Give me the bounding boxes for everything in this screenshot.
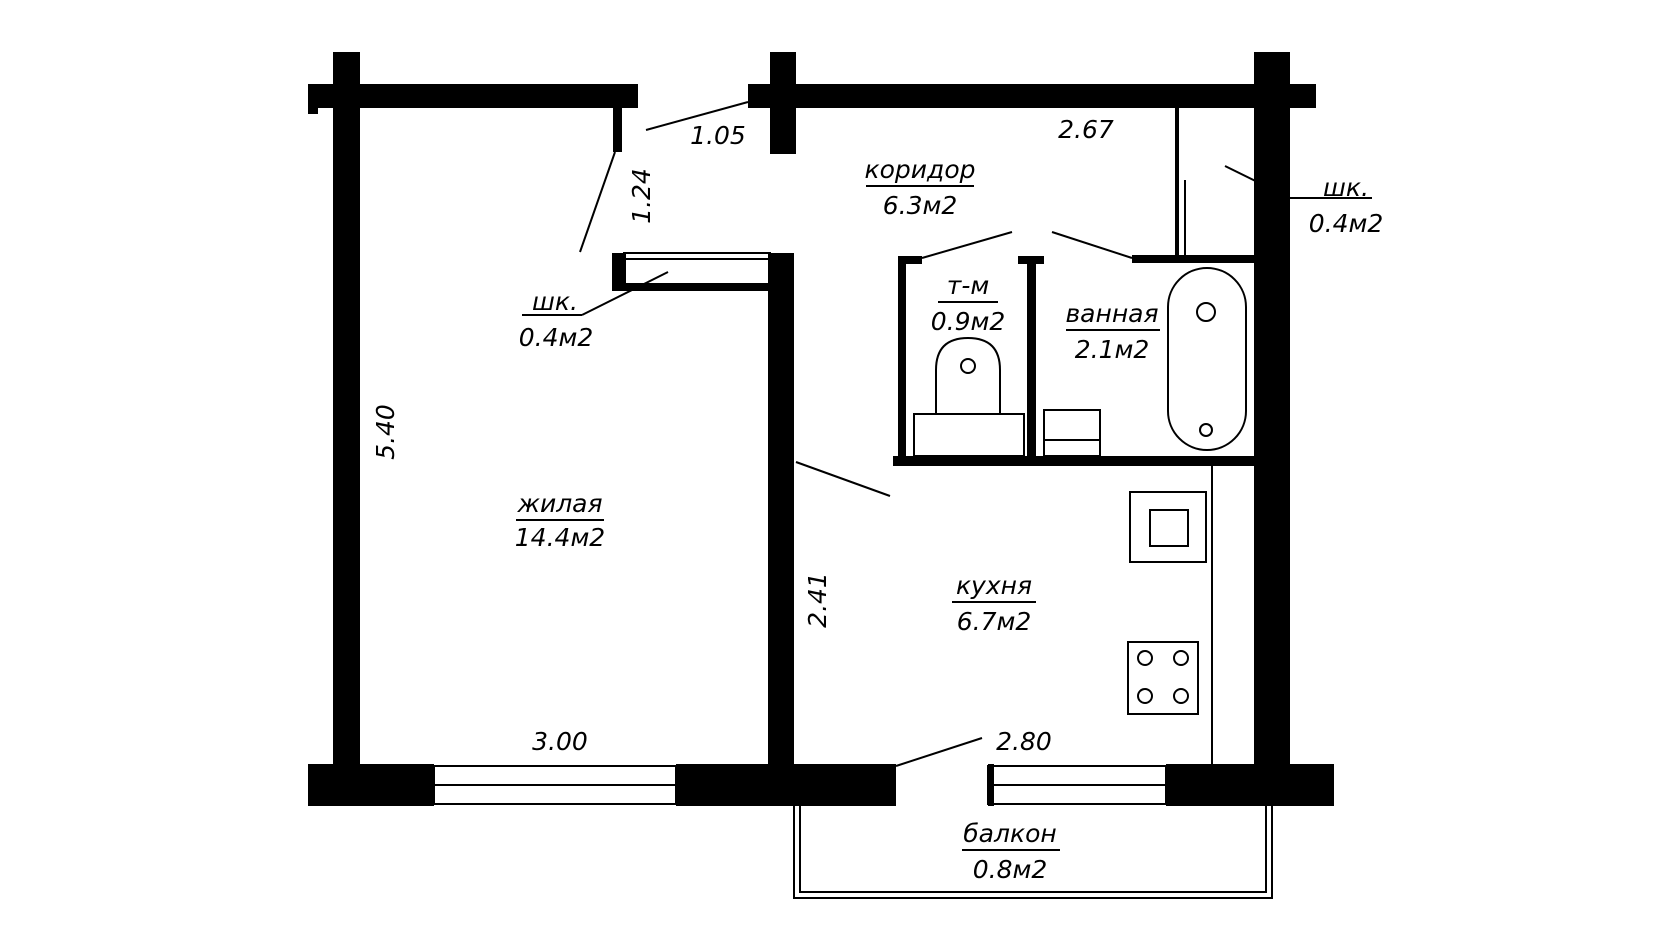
dim-kitchen-height: 2.41 (803, 572, 832, 628)
dim-living-height: 5.40 (371, 404, 400, 460)
wall-entry-jamb (770, 52, 796, 154)
wall-toilet-left (898, 256, 906, 466)
stove-icon (1127, 641, 1199, 715)
wall-top-right (748, 84, 1316, 108)
toilet-name: т-м (947, 271, 989, 300)
closet-right-name: шк. (1323, 173, 1369, 202)
wall-closet-stub (613, 104, 622, 152)
fixtures (913, 267, 1247, 715)
wall-bottom-c (1166, 764, 1334, 806)
toilet-area: 0.9м2 (931, 307, 1006, 336)
bath-area: 2.1м2 (1075, 335, 1150, 364)
sink-icon (1043, 409, 1101, 457)
dim-closet-depth: 1.24 (627, 168, 656, 224)
wall-bottom-b (676, 764, 896, 806)
closet-right-area: 0.4м2 (1309, 209, 1384, 238)
balcony-door-frame (988, 764, 994, 806)
living-name: жилая (516, 489, 602, 518)
bath-name: ванная (1065, 299, 1158, 328)
corridor-area: 6.3м2 (883, 191, 958, 220)
wall-top-left (308, 84, 638, 108)
wall-closet-right (1175, 104, 1179, 256)
toilet-icon (913, 336, 1025, 457)
door-balcony (895, 737, 983, 767)
living-area: 14.4м2 (515, 523, 605, 552)
closet-left-leader (581, 271, 669, 316)
wall-right (1254, 52, 1290, 772)
door-swings (522, 101, 1372, 767)
wall-closet-left-top (612, 253, 626, 291)
door-bath (1051, 231, 1133, 259)
kitchen-sink-icon (1129, 491, 1207, 563)
kitchen-name: кухня (956, 571, 1032, 600)
dimension-labels: 1.05 2.67 1.24 5.40 3.00 2.41 2.80 (371, 115, 1114, 756)
door-entry (645, 101, 749, 131)
dim-corridor-top: 2.67 (1058, 115, 1114, 144)
wall-toilet-top-l (898, 256, 922, 264)
dim-living-width: 3.00 (532, 727, 588, 756)
room-labels: жилая 14.4м2 коридор 6.3м2 т-м 0.9м2 ван… (515, 155, 1383, 884)
door-toilet (921, 231, 1013, 259)
wall-living-kitchen (768, 253, 794, 773)
bathtub-icon (1167, 267, 1247, 451)
wall-left (333, 52, 360, 772)
wall-bottom-a (308, 764, 434, 806)
kitchen-area: 6.7м2 (957, 607, 1032, 636)
closet-left-name: шк. (532, 287, 578, 316)
wall-closet-left-bottom (612, 283, 772, 291)
wall-toilet-top-r (1018, 256, 1044, 264)
wall-wet-bottom (893, 456, 1256, 466)
wall-toilet-bath (1027, 256, 1036, 466)
balcony-name: балкон (963, 819, 1056, 848)
corridor-name: коридор (865, 155, 976, 184)
walls (308, 52, 1334, 806)
windows (433, 764, 1167, 806)
door-living (579, 151, 616, 253)
closet-left-area: 0.4м2 (519, 323, 594, 352)
dim-kitchen-width: 2.80 (996, 727, 1052, 756)
balcony-area: 0.8м2 (973, 855, 1048, 884)
closet-left-shelf (623, 252, 771, 260)
wall-bath-top (1132, 255, 1258, 263)
wall-top-left-stub (308, 84, 318, 114)
closet-right-leader (1224, 165, 1291, 199)
balcony (793, 806, 1273, 899)
door-kitchen (795, 461, 891, 497)
dim-entry: 1.05 (690, 121, 746, 150)
